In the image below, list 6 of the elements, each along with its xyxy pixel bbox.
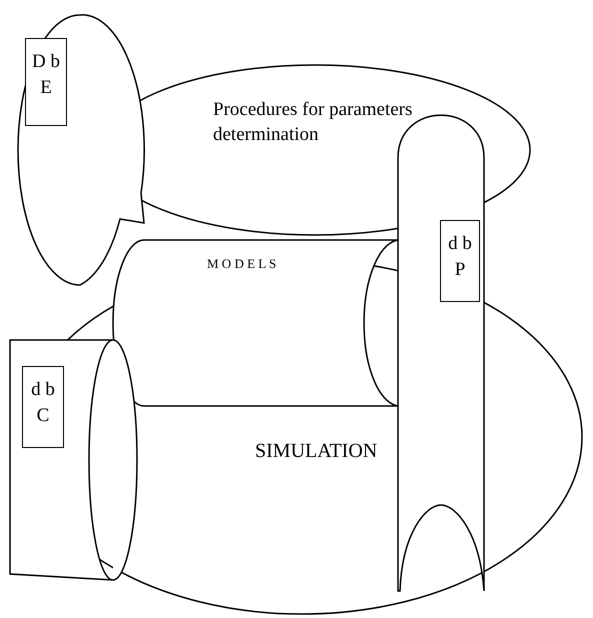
label-box: d b C xyxy=(22,366,64,448)
label-box: D b E xyxy=(25,38,67,126)
node-label: M O D E L S xyxy=(207,256,278,273)
node-label: Procedures for parameters determination xyxy=(213,98,414,147)
label-box: d b P xyxy=(440,220,480,302)
node-label: SIMULATION xyxy=(255,439,378,464)
